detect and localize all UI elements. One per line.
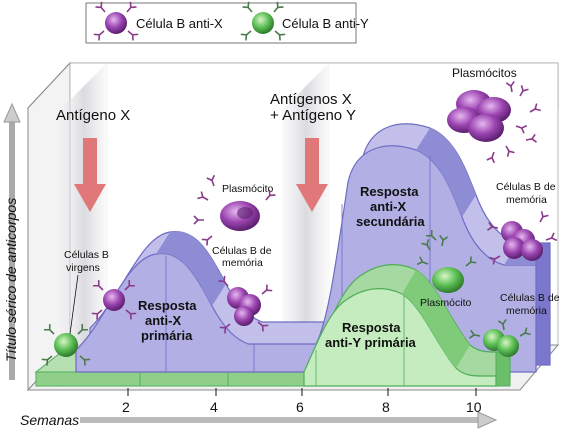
plasma-cells-label: Plasmócitos (452, 66, 517, 80)
memory-right-top-1: Células B de (496, 181, 556, 193)
y-axis-label: Título sérico de anticorpos (3, 198, 19, 362)
resp-x-primary-3: primária (141, 328, 193, 343)
x-tick-10: 10 (466, 399, 482, 415)
resp-x-secondary-3: secundária (356, 214, 425, 229)
plasma-cells-cluster-icon (447, 80, 542, 164)
plasma-cell-label: Plasmócito (222, 183, 274, 195)
plasma-cell-icon (193, 174, 277, 247)
memory-label-2: memória (222, 257, 263, 269)
x-tick-2: 2 (122, 399, 130, 415)
memory-b-cells-right-top-icon (486, 210, 558, 266)
legend-anti-y-cell-icon (239, 0, 287, 42)
resp-x-secondary-1: Resposta (360, 184, 419, 199)
y-axis: Título sérico de anticorpos (3, 102, 21, 380)
plasma-cell-label-2: Plasmócito (420, 297, 472, 309)
antigens-xy-line1: Antígenos X (270, 91, 352, 108)
naive-label-2: virgens (66, 262, 100, 274)
legend-anti-x-label: Célula B anti-X (136, 16, 223, 31)
resp-y-primary-2: anti-Y primária (325, 335, 417, 350)
antigens-xy-line2: + Antígeno Y (270, 107, 356, 124)
plasma-cell-y-icon (416, 229, 478, 293)
memory-b-cells-right-bottom-icon (468, 318, 532, 357)
x-axis-label: Semanas (20, 412, 79, 428)
memory-b-cells-x-icon (217, 274, 274, 335)
naive-b-cell-icon (40, 274, 92, 367)
naive-label-1: Células B (64, 249, 109, 261)
x-tick-6: 6 (296, 399, 304, 415)
anti-y-curve (303, 264, 511, 387)
antigen-x-arrow (74, 138, 106, 212)
legend-anti-y-label: Célula B anti-Y (282, 16, 369, 31)
resp-x-primary-1: Resposta (138, 298, 197, 313)
antigen-xy-arrow (296, 138, 328, 212)
naive-b-cell-x-icon (90, 279, 138, 321)
x-tick-4: 4 (210, 399, 218, 415)
resp-x-secondary-2: anti-X (370, 199, 406, 214)
memory-label-1: Células B de (212, 245, 272, 257)
resp-x-primary-2: anti-X (145, 313, 181, 328)
antigen-x-label: Antígeno X (56, 107, 130, 124)
memory-right-top-2: memória (506, 194, 547, 206)
legend-anti-x-cell-icon (92, 0, 140, 42)
legend: Célula B anti-X Célula B anti-Y (85, 0, 369, 44)
resp-y-primary-1: Resposta (342, 320, 401, 335)
x-tick-8: 8 (382, 399, 390, 415)
memory-right-bottom-2: memória (506, 305, 547, 317)
x-axis: Semanas 2 4 6 8 10 (20, 388, 498, 429)
memory-right-bottom-1: Células B de (500, 292, 560, 304)
